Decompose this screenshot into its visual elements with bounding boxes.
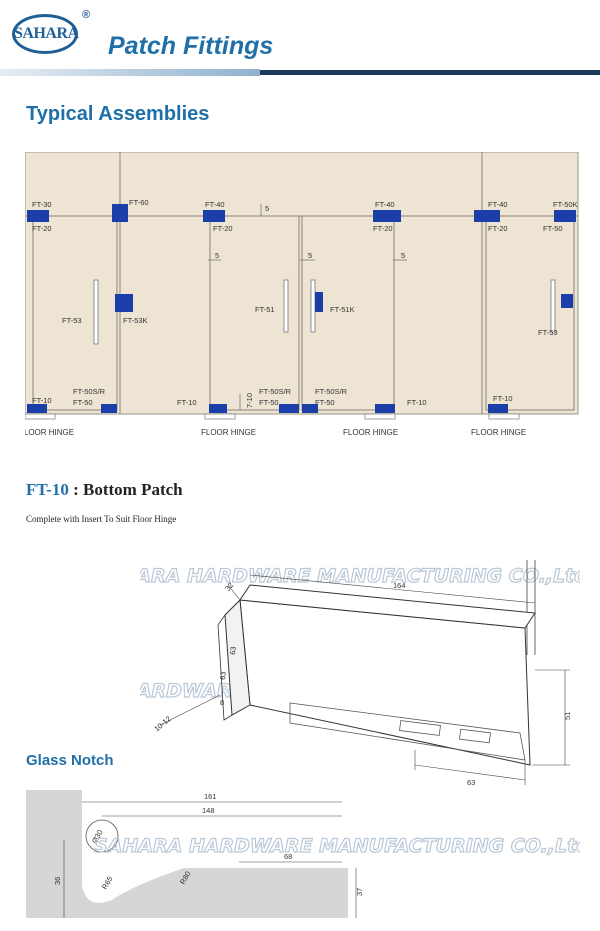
patch-ft60 <box>112 204 128 222</box>
dim-37: 37 <box>355 888 364 896</box>
sahara-logo <box>12 14 78 54</box>
patch-ft40 <box>474 210 500 222</box>
label-ft20: FT-20 <box>488 224 508 233</box>
label-ft40: FT-40 <box>205 200 225 209</box>
dim-161: 161 <box>204 792 217 801</box>
label-ft10: FT-10 <box>493 394 513 403</box>
label-ft51: FT-51 <box>255 305 275 314</box>
label-ft50: FT-50 <box>259 398 279 407</box>
door-leaf <box>301 215 395 411</box>
patch-ft53 <box>561 294 573 308</box>
glass-notch-title: Glass Notch <box>26 752 114 769</box>
watermark: SAHARA HARDWARE MANUFACTURING CO.,Ltd <box>94 835 580 857</box>
patch-ft51k <box>315 292 323 312</box>
label-gap-5: 5 <box>265 204 269 213</box>
label-ft40: FT-40 <box>488 200 508 209</box>
label-ft20: FT-20 <box>373 224 393 233</box>
door-handle <box>550 279 556 333</box>
label-ft50sr: FT-50S/R <box>259 387 292 396</box>
registered-mark: ® <box>82 9 91 21</box>
patch-ft50 <box>302 404 318 413</box>
page-title: Patch Fittings <box>108 32 274 60</box>
door-leaf <box>485 215 575 411</box>
product-name: Bottom Patch <box>83 480 183 499</box>
label-ft50sr: FT-50S/R <box>315 387 348 396</box>
label-gap-5: 5 <box>308 251 312 260</box>
floor-hinge-mark <box>488 413 520 420</box>
patch-ft50k <box>554 210 576 222</box>
floor-hinge-label: FLOOR HINGE <box>471 428 526 437</box>
label-ft30: FT-30 <box>32 200 52 209</box>
header-rule-highlight <box>0 69 260 76</box>
label-ft20: FT-20 <box>32 224 52 233</box>
floor-hinge-label: FLOOR HINGE <box>201 428 256 437</box>
header-bar: SAHARA ® Patch Fittings <box>0 0 600 76</box>
dim-148: 148 <box>202 806 215 815</box>
glass-notch-drawing: 161 148 Ø30 68 36 R65 R80 37 SAHARA HARD… <box>26 790 580 918</box>
dim-68: 68 <box>284 852 292 861</box>
label-ft20: FT-20 <box>213 224 233 233</box>
patch-top-face <box>239 584 536 629</box>
label-7-10: 7-10 <box>245 393 254 408</box>
patch-ft40 <box>203 210 225 222</box>
floor-hinge-mark <box>25 413 56 420</box>
patch-ft50 <box>279 404 299 413</box>
patch-ft10 <box>27 404 47 413</box>
notch-cutout <box>82 790 348 903</box>
door-handle <box>283 279 289 333</box>
door-leaf <box>32 215 118 411</box>
patch-ft40 <box>373 210 401 222</box>
floor-hinge-label: FLOOR HINGE <box>25 428 74 437</box>
label-ft53: FT-53 <box>62 316 82 325</box>
dim-164: 164 <box>393 581 406 590</box>
patch-ft53k <box>115 294 133 312</box>
label-ft60: FT-60 <box>129 198 149 207</box>
dim-63: 63 <box>218 671 228 680</box>
door-handle <box>93 279 99 345</box>
label-ft10: FT-10 <box>177 398 197 407</box>
patch-ft50 <box>101 404 117 413</box>
logo-text: SAHARA <box>14 25 79 42</box>
patch-ft10 <box>488 404 508 413</box>
label-ft10: FT-10 <box>32 396 52 405</box>
label-ft53: FT-53 <box>538 328 558 337</box>
header-rule <box>0 70 600 75</box>
label-ft50: FT-50 <box>543 224 563 233</box>
dim-36: 36 <box>53 877 62 885</box>
label-ft50: FT-50 <box>315 398 335 407</box>
section-title: Typical Assemblies <box>26 103 210 125</box>
typical-assemblies-diagram: FT-30 FT-20 FT-60 FT-40 FT-20 5 FT-40 FT… <box>25 152 579 437</box>
product-title: FT-10 : Bottom Patch <box>26 480 183 500</box>
dim-10-12: 10-12 <box>152 714 172 733</box>
patch-ft10 <box>209 404 227 413</box>
patch-body <box>239 599 531 766</box>
floor-hinge-mark <box>204 413 236 420</box>
label-ft50sr: FT-50S/R <box>73 387 106 396</box>
dim-51: 51 <box>563 712 572 720</box>
label-ft53k: FT-53K <box>123 316 148 325</box>
label-ft10: FT-10 <box>407 398 427 407</box>
hole-30 <box>85 819 119 853</box>
label-ft40: FT-40 <box>375 200 395 209</box>
label-ft51k: FT-51K <box>330 305 355 314</box>
product-code: FT-10 <box>26 480 69 499</box>
floor-hinge-mark <box>364 413 396 420</box>
label-gap-5: 5 <box>215 251 219 260</box>
label-gap-5: 5 <box>401 251 405 260</box>
dim-8: 8 <box>220 698 224 707</box>
product-description: Complete with Insert To Suit Floor Hinge <box>26 514 177 524</box>
floor-hinge-label: FLOOR HINGE <box>343 428 398 437</box>
door-handle <box>310 279 316 333</box>
watermark: SAHARA HARDWARE MANUFACTURING CO.,Ltd <box>140 565 580 587</box>
title-separator: : <box>73 480 79 499</box>
door-leaf <box>209 215 300 411</box>
label-ft50: FT-50 <box>73 398 93 407</box>
patch-ft30 <box>27 210 49 222</box>
bottom-patch-drawing: SAHARA HARDWARE MANUFACTURING CO.,Ltd SA… <box>140 560 580 787</box>
dim-63-bottom: 63 <box>467 778 475 787</box>
label-ft50k: FT-50K <box>553 200 578 209</box>
patch-ft10 <box>375 404 395 413</box>
dim-63: 63 <box>228 646 238 655</box>
